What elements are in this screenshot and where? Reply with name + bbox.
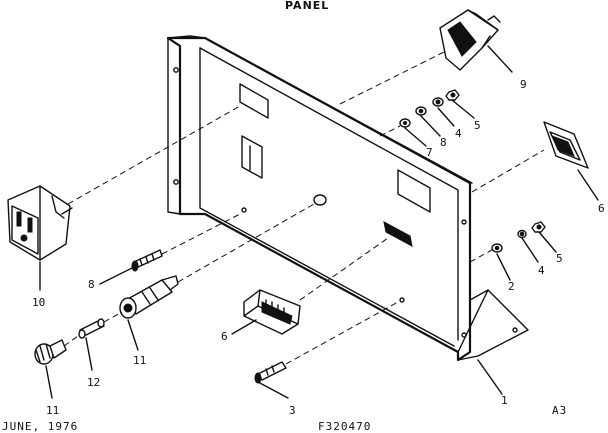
callout-12: 12 — [87, 376, 100, 389]
fastener-stack-right — [491, 221, 546, 253]
callout-11-mid: 11 — [133, 354, 146, 367]
callout-3: 3 — [289, 404, 296, 417]
callout-7: 7 — [426, 146, 433, 159]
panel-part — [166, 35, 529, 362]
fastener-stack-top — [399, 89, 460, 128]
outlet-receptacle — [7, 185, 73, 261]
fuse-part-12 — [78, 318, 105, 339]
callout-10: 10 — [32, 296, 45, 309]
footer-date: JUNE, 1976 — [2, 420, 78, 433]
callout-2: 2 — [508, 280, 515, 293]
indicator-lens — [243, 289, 301, 335]
leader-lines — [39, 45, 599, 399]
callout-5-right: 5 — [556, 252, 563, 265]
callout-5-top: 5 — [474, 119, 481, 132]
callout-4-top: 4 — [455, 127, 462, 140]
diagram-title: PANEL — [285, 0, 329, 12]
footer-ref: A3 — [552, 404, 567, 417]
callout-6-right: 6 — [598, 202, 605, 215]
callout-4-right: 4 — [538, 264, 545, 277]
fuse-holder — [119, 275, 179, 319]
callout-11-left: 11 — [46, 404, 59, 417]
callout-8-top: 8 — [440, 136, 447, 149]
rocker-switch — [439, 9, 501, 71]
screw-part-8 — [131, 249, 163, 272]
callout-8-left: 8 — [88, 278, 95, 291]
callout-9: 9 — [520, 78, 527, 91]
label-plate — [543, 121, 589, 169]
callout-1: 1 — [501, 394, 508, 407]
footer-code: F320470 — [318, 420, 371, 433]
callout-6-lower: 6 — [221, 330, 228, 343]
fuse-cap — [34, 339, 67, 365]
screw-part-3 — [254, 361, 287, 384]
